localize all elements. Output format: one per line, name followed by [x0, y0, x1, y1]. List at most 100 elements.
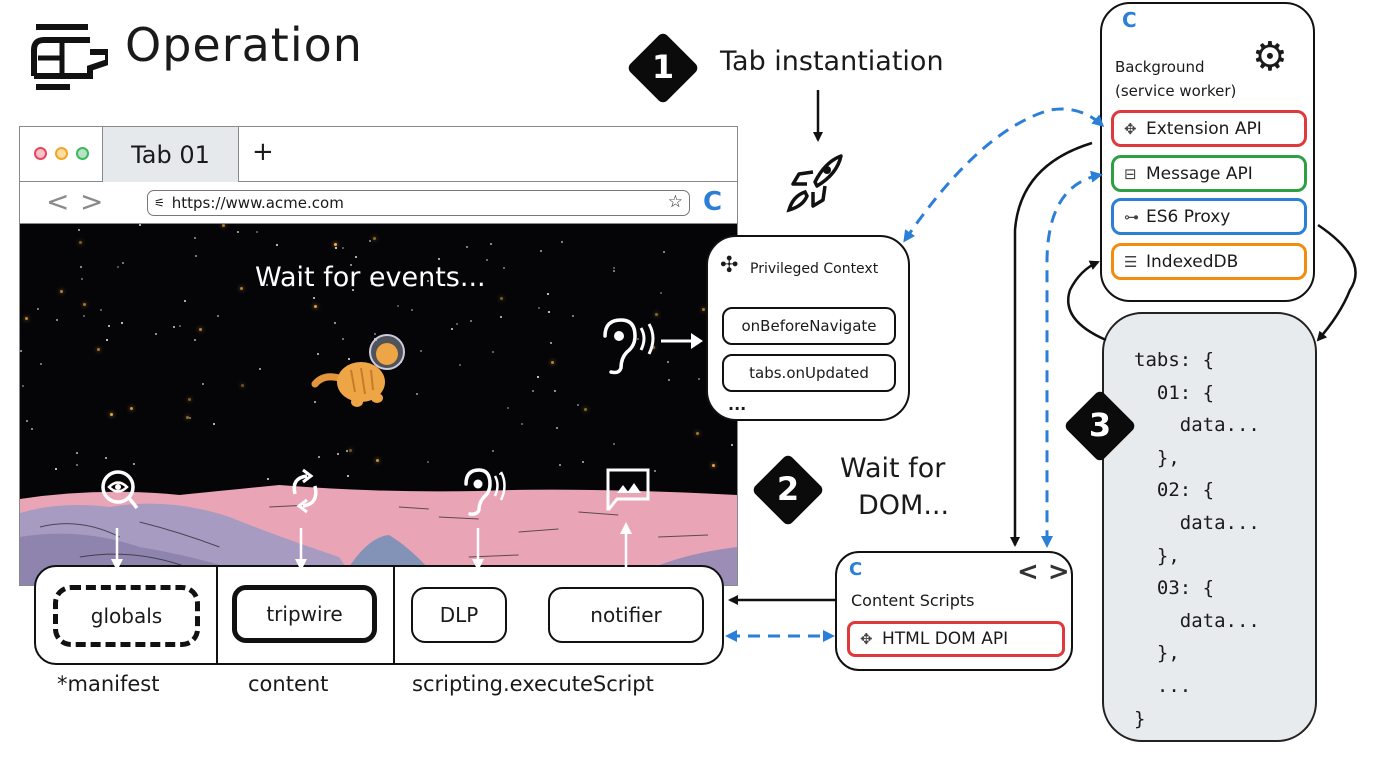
star-point — [26, 420, 28, 422]
back-button[interactable]: < — [46, 185, 70, 218]
star-point — [499, 473, 501, 475]
arrow-message-api-content — [1041, 170, 1103, 548]
star-point — [397, 305, 399, 307]
star-point — [346, 450, 348, 452]
star-point — [500, 297, 503, 300]
extension-icon[interactable]: C — [703, 187, 723, 217]
maximize-dot[interactable] — [76, 147, 89, 160]
star-point — [80, 266, 82, 268]
tabs-store-box: tabs: { 01: { data... }, 02: { data... }… — [1102, 312, 1317, 742]
message-api-item[interactable]: ⊟ Message API — [1111, 155, 1307, 192]
star-point — [548, 311, 550, 313]
extension-logo-icon: C — [1122, 8, 1137, 32]
star-point — [613, 443, 615, 445]
event-on-before-navigate[interactable]: onBeforeNavigate — [722, 307, 896, 345]
star-point — [179, 325, 181, 327]
tab-instantiation-label: Tab instantiation — [720, 46, 944, 77]
url-text: https://www.acme.com — [171, 194, 344, 212]
arrow-background-to-store — [1316, 223, 1357, 342]
star-point — [276, 244, 278, 246]
star-point — [352, 289, 354, 291]
window-controls — [34, 147, 89, 160]
refresh-icon — [292, 468, 318, 514]
html-dom-api-item[interactable]: ✥HTML DOM API — [847, 621, 1065, 657]
star-icon[interactable]: ☆ — [667, 192, 683, 212]
event-tabs-on-updated[interactable]: tabs.onUpdated — [722, 354, 896, 392]
star-point — [459, 364, 461, 366]
scripts-bar: globals tripwire DLP notifier — [34, 565, 724, 665]
star-point — [355, 256, 357, 258]
forward-button[interactable]: > — [80, 185, 104, 218]
star-point — [240, 287, 243, 290]
message-api-label: Message API — [1146, 163, 1253, 184]
star-point — [76, 452, 78, 454]
tripwire-chip[interactable]: tripwire — [232, 585, 377, 643]
site-settings-icon[interactable]: ⚟ — [154, 196, 165, 210]
move-icon: ✥ — [860, 630, 873, 648]
new-tab-button[interactable]: + — [252, 137, 274, 167]
code-line: data... — [1134, 609, 1260, 632]
dlp-chip[interactable]: DLP — [411, 587, 507, 643]
star-point — [540, 250, 542, 252]
message-icon: ⊟ — [1124, 164, 1137, 183]
star-point — [637, 338, 639, 340]
star-point — [133, 463, 135, 465]
extension-logo-icon: C — [849, 559, 863, 580]
star-point — [731, 444, 733, 446]
rocket-icon — [786, 154, 843, 213]
address-bar[interactable]: ⚟ https://www.acme.com ☆ — [147, 190, 690, 216]
star-point — [492, 450, 494, 452]
star-point — [20, 350, 22, 352]
tab-01[interactable]: Tab 01 — [102, 127, 239, 182]
extension-api-item[interactable]: ✥Extension API — [1111, 110, 1307, 147]
star-point — [667, 361, 669, 363]
star-point — [222, 224, 225, 227]
star-point — [490, 243, 492, 245]
star-point — [712, 464, 715, 467]
star-point — [186, 416, 189, 419]
globals-chip[interactable]: globals — [53, 585, 200, 647]
code-line: }, — [1134, 544, 1180, 567]
star-point — [369, 240, 371, 242]
star-point — [267, 478, 269, 480]
star-point — [582, 461, 584, 463]
indexeddb-label: IndexedDB — [1146, 251, 1239, 272]
star-point — [188, 398, 191, 401]
star-point — [31, 428, 33, 430]
wait-for-dom-label-line2: DOM... — [858, 490, 950, 521]
puzzle-icon: ✣ — [720, 253, 739, 278]
gear-arrow-icon: ⚙ — [1252, 34, 1288, 80]
star-point — [348, 358, 350, 360]
star-point — [547, 293, 549, 295]
move-icon: ✥ — [1124, 119, 1137, 138]
star-point — [451, 328, 453, 330]
star-point — [25, 317, 28, 320]
star-point — [660, 292, 662, 294]
star-point — [532, 390, 534, 392]
star-point — [561, 241, 563, 243]
star-point — [105, 457, 107, 459]
star-point — [194, 237, 196, 239]
es6-proxy-item[interactable]: ⊶ES6 Proxy — [1111, 198, 1307, 235]
eye-search-icon — [101, 470, 139, 510]
star-point — [79, 241, 82, 244]
star-point — [500, 316, 502, 318]
star-point — [139, 224, 141, 226]
star-point — [554, 390, 556, 392]
notifier-chip[interactable]: notifier — [548, 587, 704, 643]
close-dot[interactable] — [34, 147, 47, 160]
star-point — [376, 459, 379, 462]
tabs-store-code: tabs: { 01: { data... }, 02: { data... }… — [1134, 344, 1260, 735]
star-point — [76, 464, 78, 466]
minimize-dot[interactable] — [55, 147, 68, 160]
code-line: }, — [1134, 642, 1180, 665]
wait-for-dom-label-line1: Wait for — [840, 453, 946, 484]
star-point — [106, 339, 108, 341]
star-point — [486, 259, 488, 261]
indexeddb-item[interactable]: ☰IndexedDB — [1111, 243, 1307, 280]
tab-bar: Tab 01 + — [20, 127, 737, 182]
star-point — [83, 315, 85, 317]
privileged-context-title: Privileged Context — [750, 261, 879, 277]
star-point — [456, 323, 458, 325]
star-point — [184, 300, 186, 302]
